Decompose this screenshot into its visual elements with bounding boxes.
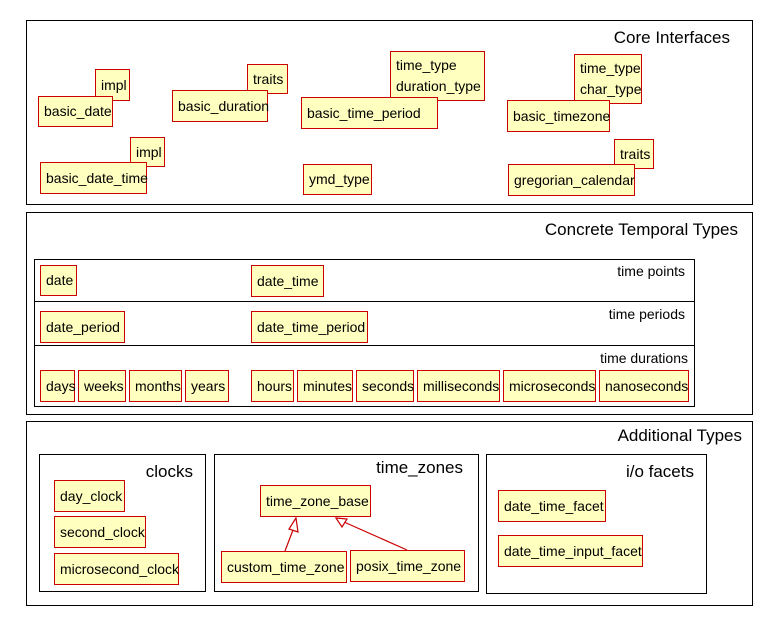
minutes-class: minutes: [297, 370, 353, 402]
time-durations-row: time durations: [34, 346, 695, 407]
basic-time-period-params: time_type duration_type: [390, 51, 485, 101]
time-zones-title: time_zones: [376, 458, 463, 477]
months-class: months: [129, 370, 182, 402]
basic-date-class: basic_date: [38, 96, 113, 127]
microseconds-class: microseconds: [503, 370, 596, 402]
additional-types-title: Additional Types: [617, 426, 742, 445]
microsecond-clock-class: microsecond_clock: [54, 553, 179, 585]
milliseconds-class: milliseconds: [417, 370, 500, 402]
posix-time-zone-class: posix_time_zone: [350, 550, 465, 582]
hours-class: hours: [251, 370, 294, 402]
date-period-class: date_period: [40, 311, 125, 343]
gregorian-calendar-class: gregorian_calendar: [508, 164, 635, 196]
time-points-label: time points: [617, 263, 685, 279]
ymd-type-class: ymd_type: [303, 164, 372, 195]
time-type-param: time_type: [396, 57, 457, 73]
date-time-class: date_time: [251, 265, 324, 297]
weeks-class: weeks: [78, 370, 126, 402]
time-periods-label: time periods: [608, 306, 685, 322]
concrete-temporal-types-title: Concrete Temporal Types: [544, 220, 738, 239]
day-clock-class: day_clock: [54, 480, 125, 512]
basic-duration-class: basic_duration: [172, 90, 269, 122]
years-class: years: [185, 370, 229, 402]
core-interfaces-title: Core Interfaces: [613, 28, 730, 47]
nanoseconds-class: nanoseconds: [599, 370, 689, 402]
basic-time-period-class: basic_time_period: [301, 97, 438, 129]
io-facets-title: i/o facets: [625, 462, 694, 481]
days-class: days: [40, 370, 76, 402]
io-facets-package: i/o facets: [486, 454, 707, 594]
second-clock-class: second_clock: [54, 516, 146, 548]
time-durations-label: time durations: [600, 350, 688, 366]
clocks-title: clocks: [145, 462, 193, 481]
basic-timezone-class: basic_timezone: [507, 100, 610, 132]
date-time-facet-class: date_time_facet: [498, 490, 606, 522]
date-class: date: [40, 265, 77, 296]
date-time-input-facet-class: date_time_input_facet: [498, 535, 643, 567]
basic-date-time-class: basic_date_time: [40, 162, 148, 194]
basic-timezone-params: time_type char_type: [574, 54, 642, 104]
time-type-param: time_type: [580, 60, 641, 76]
duration-type-param: duration_type: [396, 78, 481, 94]
custom-time-zone-class: custom_time_zone: [221, 551, 347, 583]
seconds-class: seconds: [356, 370, 414, 402]
basic-duration-traits-param: traits: [247, 64, 288, 94]
time-points-row: time points: [34, 259, 695, 302]
time-periods-row: time periods: [34, 302, 695, 346]
time-zone-base-class: time_zone_base: [260, 485, 371, 517]
char-type-param: char_type: [580, 81, 642, 97]
date-time-period-class: date_time_period: [251, 311, 368, 343]
